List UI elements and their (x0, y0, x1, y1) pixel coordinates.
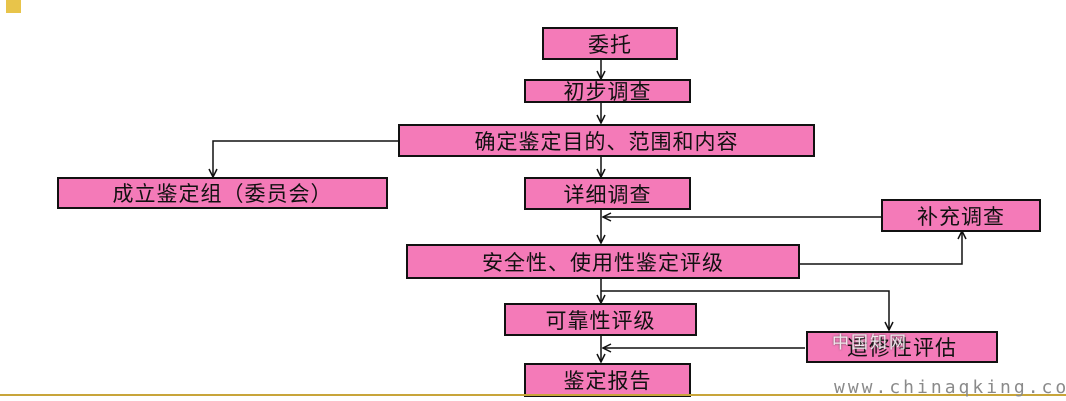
node-form-group: 成立鉴定组（委员会） (57, 177, 388, 209)
node-detailed-survey: 详细调查 (524, 177, 691, 210)
arrow-safety-to-adaptability (601, 290, 889, 330)
node-adaptability-assessment: 适修性评估 (806, 331, 998, 363)
decorative-square (6, 0, 21, 13)
arrow-safety-to-supplementary (800, 231, 962, 265)
node-supplementary-survey: 补充调查 (881, 199, 1041, 232)
footer-divider (0, 394, 1066, 396)
watermark-text: 中国知网 (832, 333, 908, 353)
watermark-url: www.chinaqking.com (834, 377, 1066, 398)
arrow-scope-to-group (213, 140, 398, 177)
node-preliminary-survey: 初步调查 (524, 79, 691, 104)
node-safety-rating: 安全性、使用性鉴定评级 (406, 244, 800, 279)
node-reliability-rating: 可靠性评级 (504, 303, 697, 336)
node-entrust: 委托 (542, 27, 678, 60)
node-report: 鉴定报告 (524, 363, 691, 397)
node-determine-scope: 确定鉴定目的、范围和内容 (398, 124, 815, 157)
